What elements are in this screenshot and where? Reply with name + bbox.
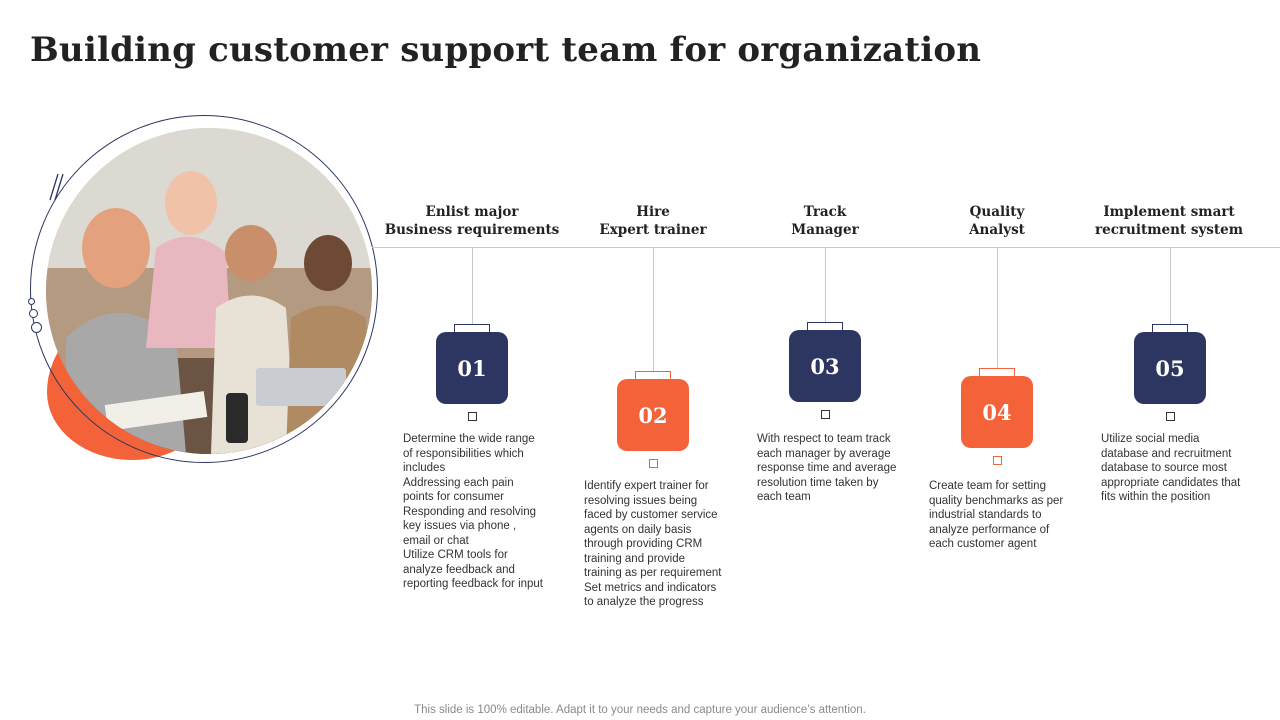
dot-decoration [31,322,42,333]
step-3-title: Track Manager [791,204,859,238]
step-2-badge: 02 [617,379,689,451]
step-2-marker [649,459,658,468]
step-5-marker [1166,412,1175,421]
team-photo [46,128,372,454]
step-5-badge: 05 [1134,332,1206,404]
step-1-marker [468,412,477,421]
step-1-title: Enlist major Business requirements [384,204,560,238]
step-1-tag [454,324,490,332]
photo-area [20,110,390,470]
step-5-connector [1170,248,1171,325]
step-4-connector [997,248,998,369]
step-3-marker [821,410,830,419]
step-1-badge: 01 [436,332,508,404]
step-5-description: Utilize social media database and recrui… [1101,433,1241,503]
step-1-connector [472,248,473,325]
step-5-title: Implement smart recruitment system [1095,204,1243,238]
dot-decoration [28,298,35,305]
step-3-description: With respect to team track each manager … [757,433,897,503]
step-4-description: Create team for setting quality benchmar… [929,480,1064,550]
team-photo-icon [46,128,372,454]
step-2-title: Hire Expert trainer [599,204,707,238]
step-2-tag [635,371,671,379]
footer-note: This slide is 100% editable. Adapt it to… [414,704,866,716]
step-3-tag [807,322,843,330]
slide-title: Building customer support team for organ… [30,30,982,70]
dot-decoration [29,309,38,318]
step-4-title: Quality Analyst [969,204,1025,238]
timeline-header-line [372,247,1280,248]
step-4-badge: 04 [961,376,1033,448]
step-4-tag [979,368,1015,376]
step-4-marker [993,456,1002,465]
step-2-description: Identify expert trainer for resolving is… [584,480,722,608]
step-5-tag [1152,324,1188,332]
circle-ring-decoration [30,115,378,463]
slash-decoration [49,173,64,201]
step-3-connector [825,248,826,323]
step-1-description: Determine the wide range of responsibili… [403,433,544,590]
step-3-badge: 03 [789,330,861,402]
step-2-connector [653,248,654,372]
